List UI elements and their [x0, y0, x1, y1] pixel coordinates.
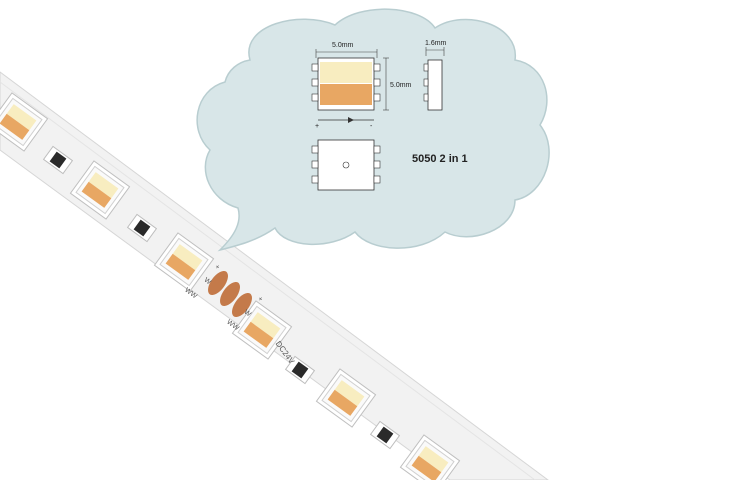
- solder-pad: [208, 270, 228, 296]
- strip-led: [315, 368, 377, 428]
- strip-led: [69, 160, 131, 220]
- led-side-outline: [427, 59, 443, 111]
- center-pad: [342, 161, 350, 169]
- strip-led: [0, 92, 49, 152]
- strip-resistor: [284, 355, 316, 385]
- led-cool-half: [320, 62, 372, 83]
- solder-pad: [232, 292, 252, 318]
- polarity-minus-label: -: [370, 123, 373, 130]
- led-front-view: [311, 49, 389, 123]
- solder-pad: [220, 281, 240, 307]
- strip-resistor: [42, 145, 74, 175]
- led-side-view: [423, 47, 445, 111]
- width-dimension-label: 5.0mm: [332, 42, 354, 49]
- polarity-plus-label: +: [315, 123, 320, 130]
- strip-led: [399, 434, 461, 485]
- led-strip: [0, 71, 550, 485]
- strip-led: [231, 300, 293, 360]
- led-bottom-view: [311, 139, 381, 191]
- strip-led: [153, 232, 215, 292]
- led-warm-half: [320, 84, 372, 105]
- cloud-shape: [196, 8, 550, 252]
- callout-cloud: [196, 8, 550, 252]
- led-type-label: 5050 2 in 1: [412, 153, 468, 165]
- strip-resistor: [126, 213, 158, 243]
- height-dimension-label: 5.0mm: [390, 82, 412, 89]
- side-dimension-label: 1.6mm: [425, 40, 447, 47]
- strip-resistor: [369, 420, 401, 450]
